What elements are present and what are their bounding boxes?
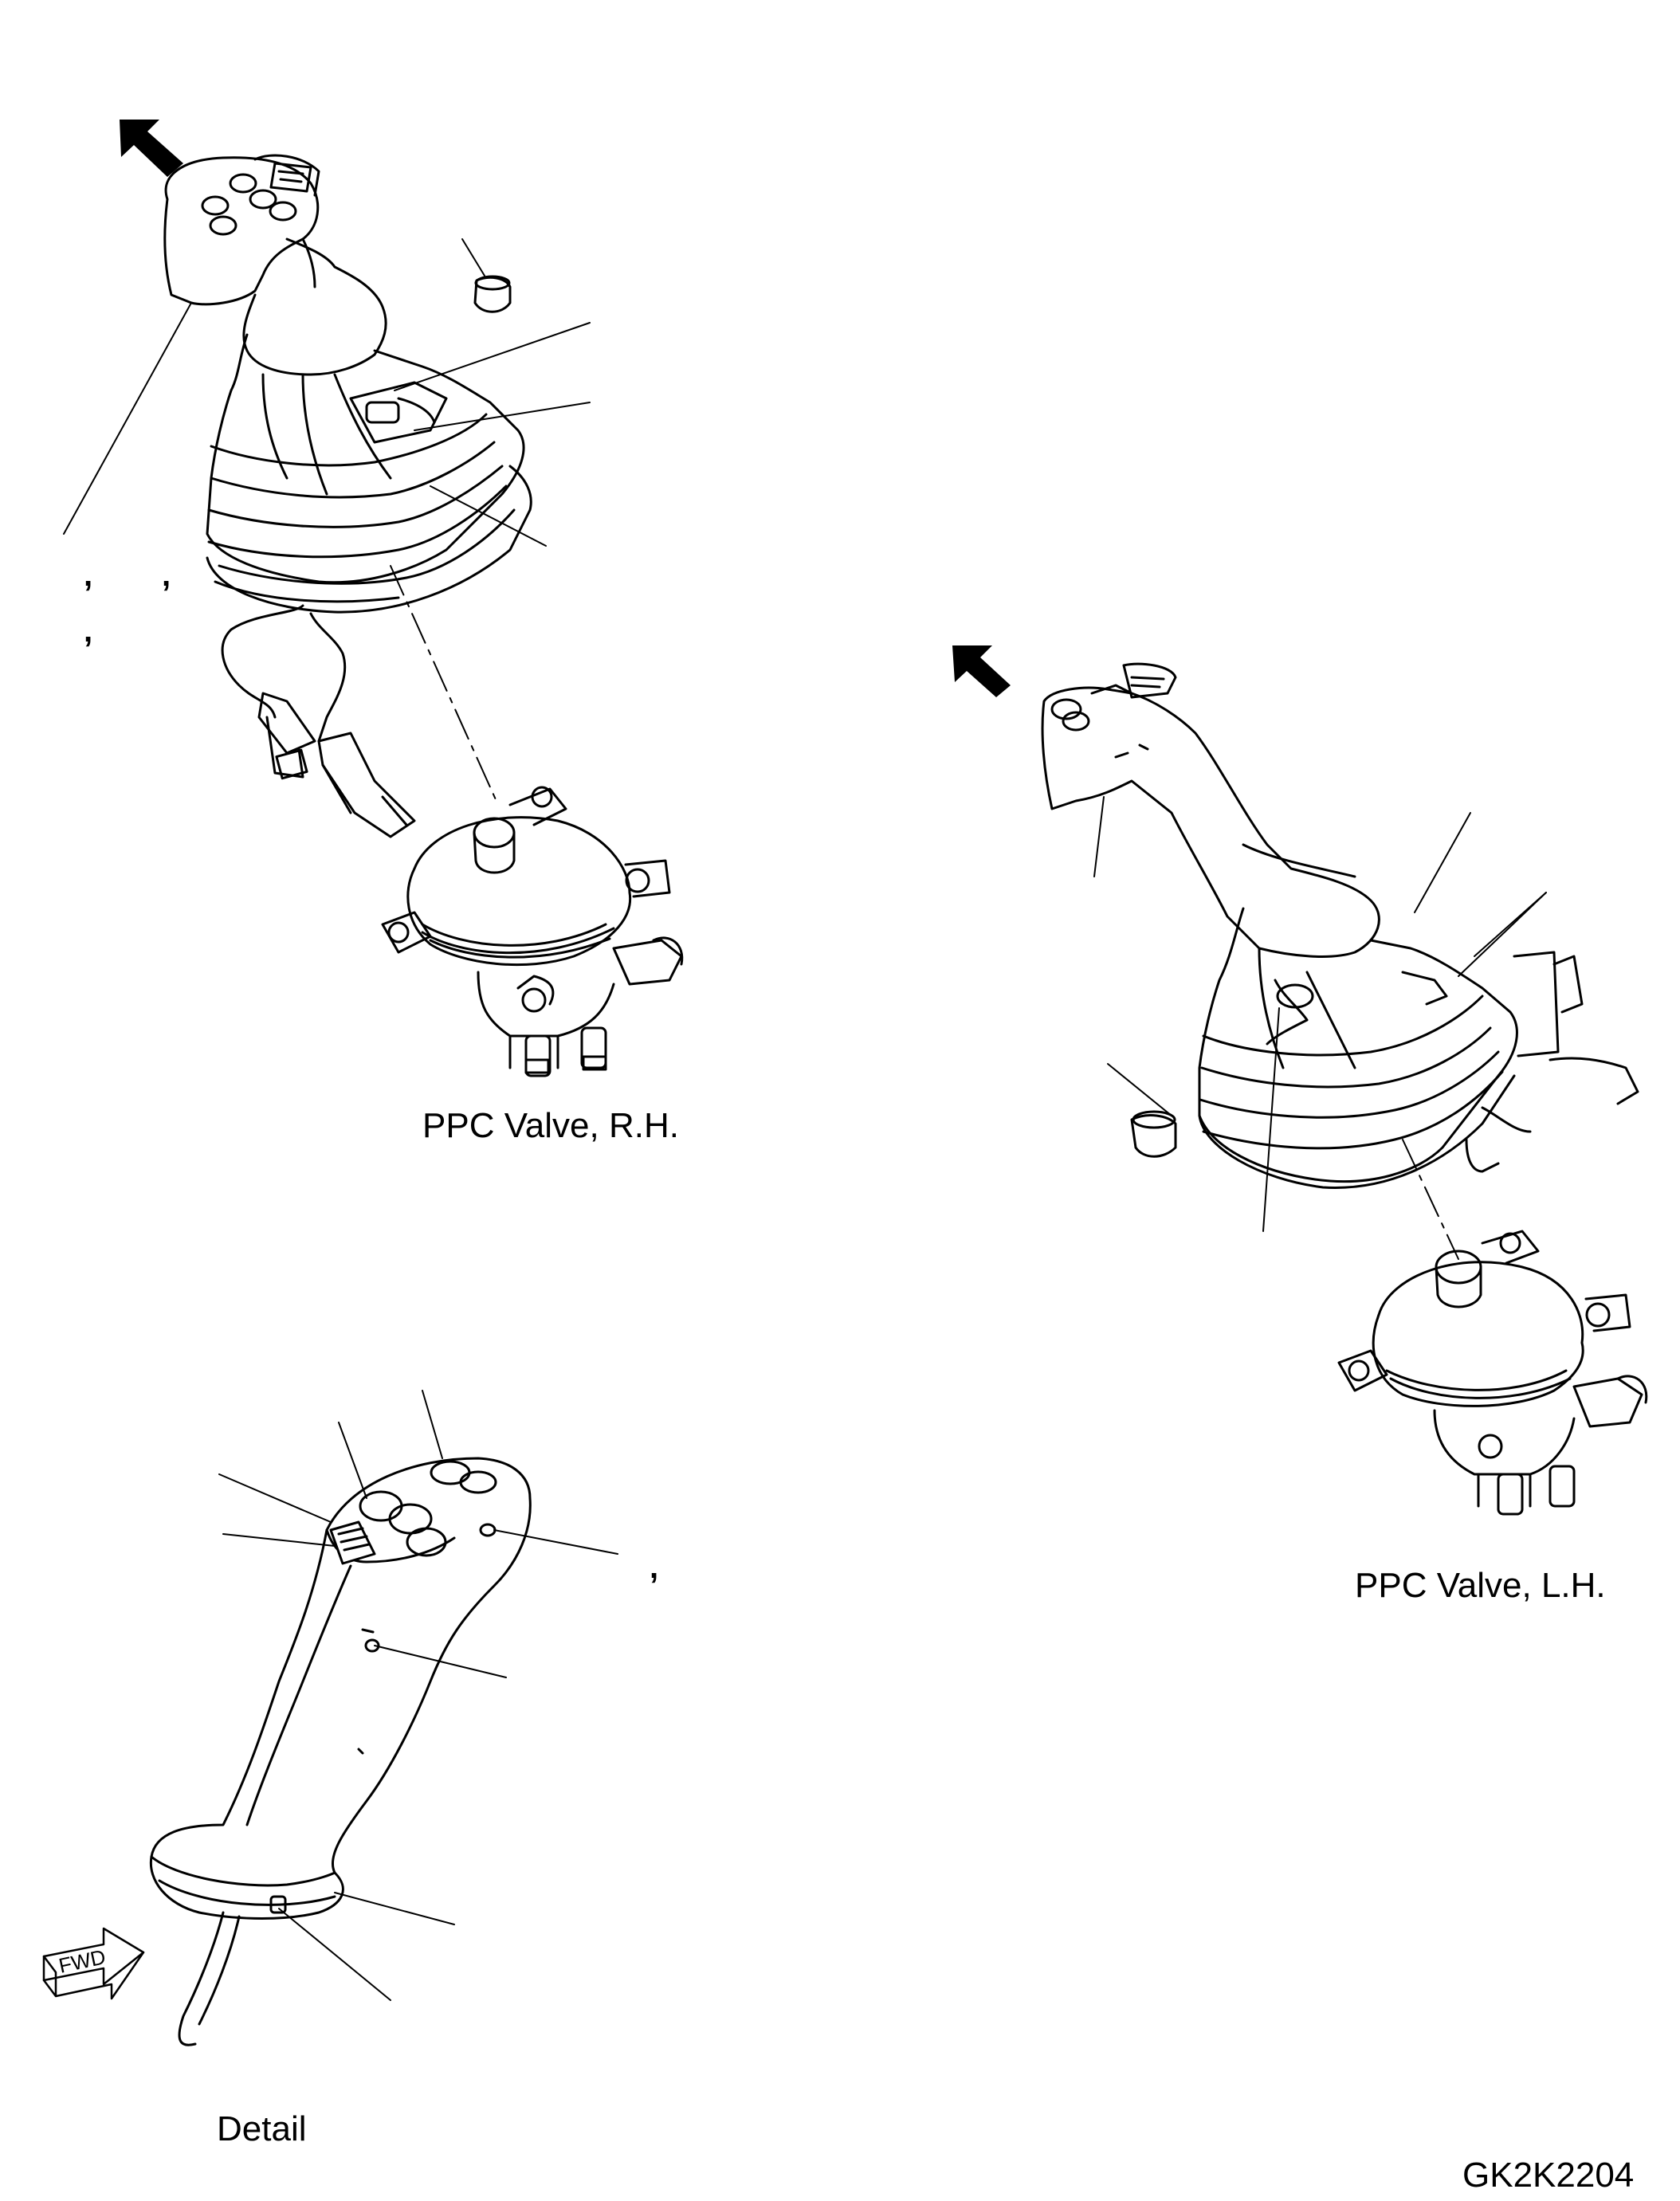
lh-center-line: [1402, 1139, 1459, 1260]
lh-cap: [1130, 1110, 1177, 1158]
rh-grip: [163, 154, 387, 376]
fwd-label: FWD: [57, 1944, 108, 1978]
lh-lever-assembly: [952, 645, 1648, 1516]
separator-comma: ,: [84, 614, 93, 649]
drawing-number: GK2K2204: [1462, 2156, 1635, 2195]
rh-cap: [473, 275, 512, 313]
separator-comma: ,: [84, 558, 93, 593]
lh-grip: [1041, 662, 1380, 958]
view-arrow-icon: [952, 645, 1011, 697]
lh-leader-lines: [1093, 796, 1547, 1232]
rh-boot: [206, 333, 532, 614]
lh-ppc-valve: [1337, 1230, 1648, 1516]
rh-lever-assembly: [63, 120, 684, 1077]
caption-detail: Detail: [217, 2109, 307, 2148]
separator-comma: ,: [650, 1550, 659, 1585]
rh-center-line: [390, 565, 499, 806]
view-arrow-icon: [120, 120, 183, 177]
caption-ppc-valve-rh: PPC Valve, R.H.: [422, 1106, 679, 1145]
separator-comma: ,: [162, 558, 171, 593]
rh-ppc-valve: [381, 786, 684, 1077]
caption-ppc-valve-lh: PPC Valve, L.H.: [1355, 1566, 1606, 1605]
lh-boot: [1198, 907, 1639, 1189]
detail-leader-lines: [218, 1390, 618, 2001]
detail-grip: [149, 1457, 532, 2046]
rh-wire-harness: [221, 604, 416, 838]
rh-leader-lines: [63, 238, 591, 547]
fwd-arrow-icon: FWD: [42, 1927, 145, 2000]
